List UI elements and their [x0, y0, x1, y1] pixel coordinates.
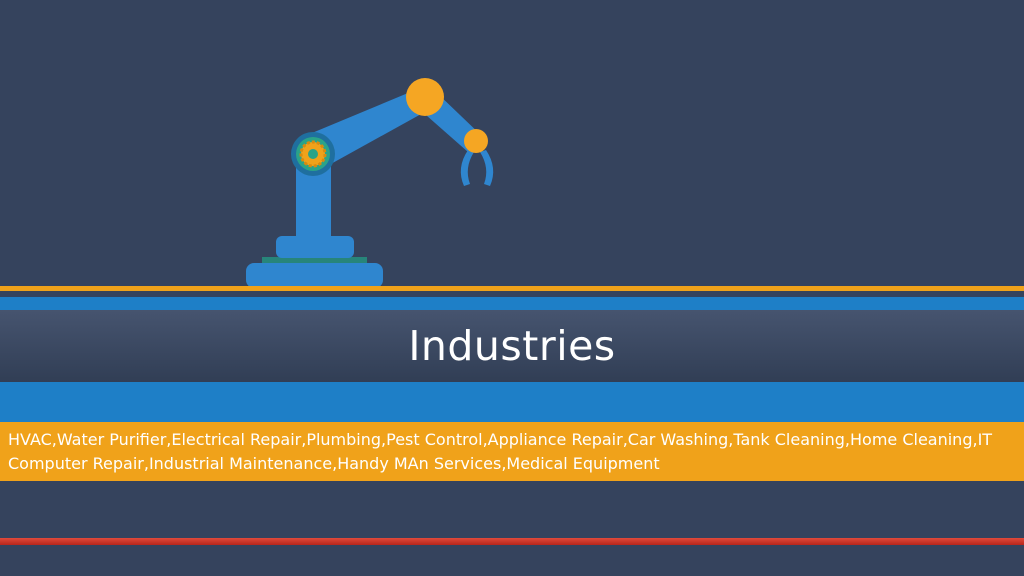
industries-list: HVAC,Water Purifier,Electrical Repair,Pl… — [0, 422, 1024, 481]
orange-divider — [0, 286, 1024, 291]
robot-gripper-right — [480, 150, 494, 186]
page-title: Industries — [408, 322, 616, 370]
robot-base-top — [276, 236, 354, 258]
red-divider — [0, 538, 1024, 545]
wrist-joint — [464, 129, 488, 153]
robot-arm-icon — [246, 78, 494, 288]
elbow-joint — [406, 78, 444, 116]
robot-base — [246, 263, 383, 288]
robot-base-plate — [262, 257, 367, 263]
title-band: Industries — [0, 310, 1024, 382]
blue-band-top — [0, 297, 1024, 310]
robot-gripper-left — [460, 150, 474, 186]
blue-band-bottom — [0, 382, 1024, 422]
